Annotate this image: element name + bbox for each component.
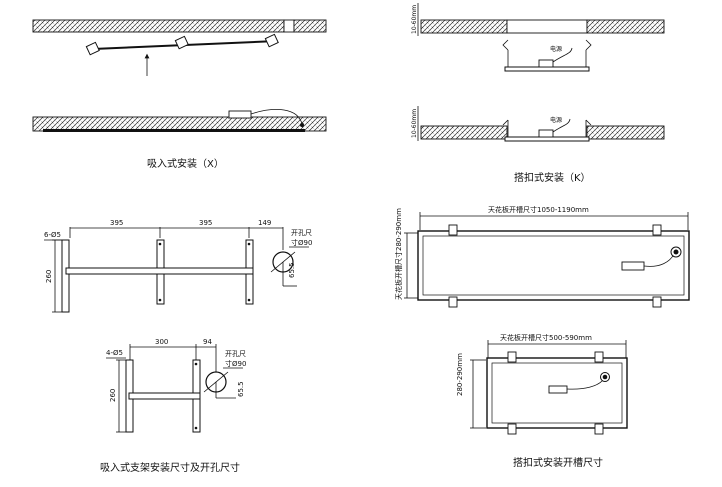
cutout-small-width-label: 天花板开槽尺寸500-590mm: [500, 333, 592, 342]
ceiling-board-installed: [32, 109, 327, 132]
cutout-large-drawing: 天花板开槽尺寸1050-1190mm 天花板开槽尺寸280-290mm: [394, 205, 690, 308]
clip-install-caption: 搭扣式安装（K）: [514, 171, 591, 184]
bracket-small-drawing: 4-Ø5 300 94 260 65.5 开孔尺 寸Ø90 吸入式支架安装尺寸及…: [100, 338, 246, 474]
recessed-install-caption: 吸入式安装（X）: [147, 157, 224, 170]
cutout-small-height-label: 280-290mm: [456, 353, 464, 396]
bracket-small-hole-label-2: 寸Ø90: [225, 359, 246, 368]
cutout-small-caption: 搭扣式安装开槽尺寸: [513, 456, 603, 469]
bracket-small-span-1: 300: [155, 338, 168, 346]
bracket-small-holes-label: 4-Ø5: [106, 349, 123, 357]
bracket-large-span-3: 149: [258, 219, 271, 227]
ceiling-board-clip-top: [420, 19, 665, 34]
cutout-large-clips: [448, 224, 662, 308]
bracket-small-hole-label-1: 开孔尺: [225, 350, 246, 358]
bracket-small-span-2: 94: [203, 338, 212, 346]
ceiling-board-top: [32, 19, 327, 33]
power-label-bottom: 电源: [550, 116, 562, 124]
clip-fixture-lowering: 电源: [502, 39, 592, 72]
bracket-small-height: 260: [109, 389, 117, 402]
bracket-large-height: 260: [45, 270, 53, 283]
bracket-large-drawing: 6-Ø5 395 395 149 260 65.5 开孔尺 寸Ø90: [44, 219, 312, 313]
bracket-large-hole-label-2: 寸Ø90: [291, 238, 312, 247]
bracket-large-hole-offset: 65.5: [288, 262, 296, 278]
depth-label-bottom: 10-60mm: [411, 109, 418, 138]
bracket-large-hole-label-1: 开孔尺: [291, 229, 312, 237]
cutout-large-height-label: 天花板开槽尺寸280-290mm: [394, 208, 403, 300]
cutout-small-drawing: 天花板开槽尺寸500-590mm 280-290mm 搭扣式安装开槽尺寸: [456, 333, 628, 469]
bracket-large-holes-label: 6-Ø5: [44, 231, 61, 239]
bracket-small-caption: 吸入式支架安装尺寸及开孔尺寸: [100, 461, 240, 474]
cutout-small-clips: [507, 351, 604, 435]
ceiling-board-clip-installed: 电源: [420, 116, 665, 142]
cutout-large-width-label: 天花板开槽尺寸1050-1190mm: [488, 205, 589, 214]
recessed-install-diagram: 吸入式安装（X）: [32, 19, 327, 170]
fixture-lifting: [85, 33, 279, 56]
bracket-large-span-2: 395: [199, 219, 212, 227]
power-label-top: 电源: [550, 45, 562, 53]
clip-install-diagram: 10-60mm 电源 10-60mm 电源: [411, 3, 665, 184]
bracket-small-hole-offset: 65.5: [237, 381, 245, 397]
depth-label-top: 10-60mm: [411, 5, 418, 34]
bracket-large-span-1: 395: [110, 219, 123, 227]
